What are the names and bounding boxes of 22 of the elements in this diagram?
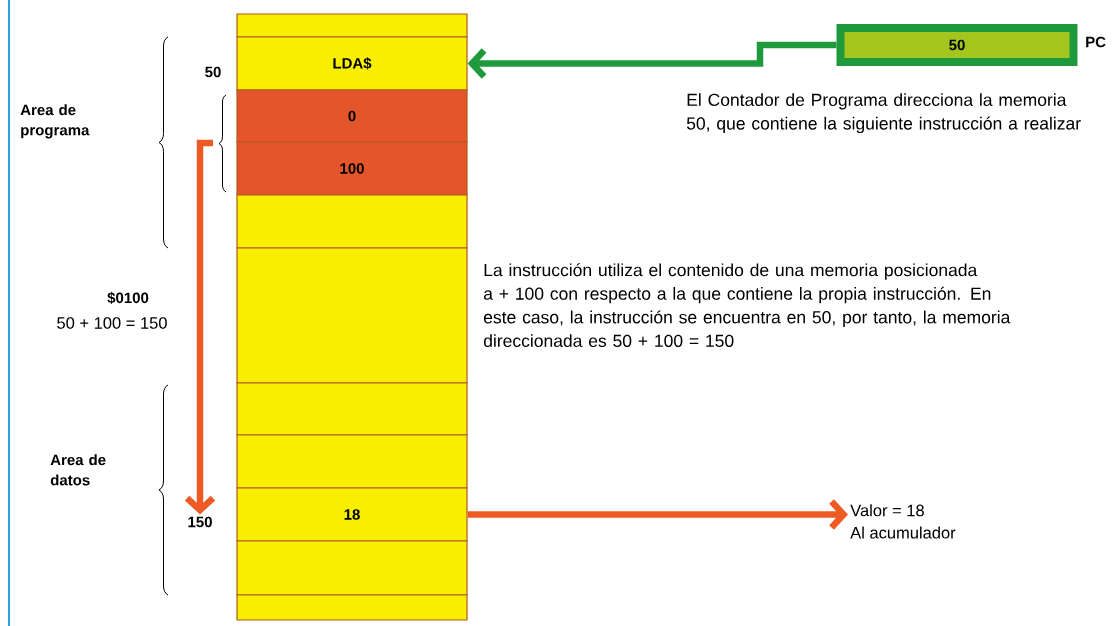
empty-memory-cell (236, 382, 468, 436)
empty-memory-cell (236, 13, 468, 38)
register-label: PC (1086, 36, 1106, 48)
empty-memory-cell (236, 434, 468, 489)
memory-cell: 18 (236, 487, 468, 542)
address-label: 50 (205, 66, 221, 78)
address-label: 150 (188, 516, 212, 528)
memory-cell: 100 (236, 141, 468, 196)
description-text: La instrucción utiliza el contenido de una memoria posicionada a + 100 con respecto a la que contiene la propia instrucción. En este caso, la instrucción se encuentra en 50, por tanto, la memoria direccionada es 50 + 100 = 150 (483, 263, 1011, 348)
offset-label: $0100 (107, 291, 149, 305)
area-label: Area de programa (20, 104, 90, 139)
arrow (467, 41, 837, 79)
arrow (467, 499, 848, 530)
empty-memory-cell (236, 594, 468, 621)
arrow (184, 139, 216, 515)
empty-memory-cell (236, 194, 468, 249)
memory-cell: 0 (236, 89, 468, 143)
sum-label: 50 + 100 = 150 (57, 317, 167, 329)
result-text: Valor = 18 Al acumulador (850, 504, 956, 539)
description-text: El Contador de Programa direcciona la memoria 50, que contiene la siguiente instrucción a realizar (686, 93, 1081, 134)
area-label: Area de datos (50, 454, 106, 486)
register-box: 50 (836, 24, 1078, 66)
